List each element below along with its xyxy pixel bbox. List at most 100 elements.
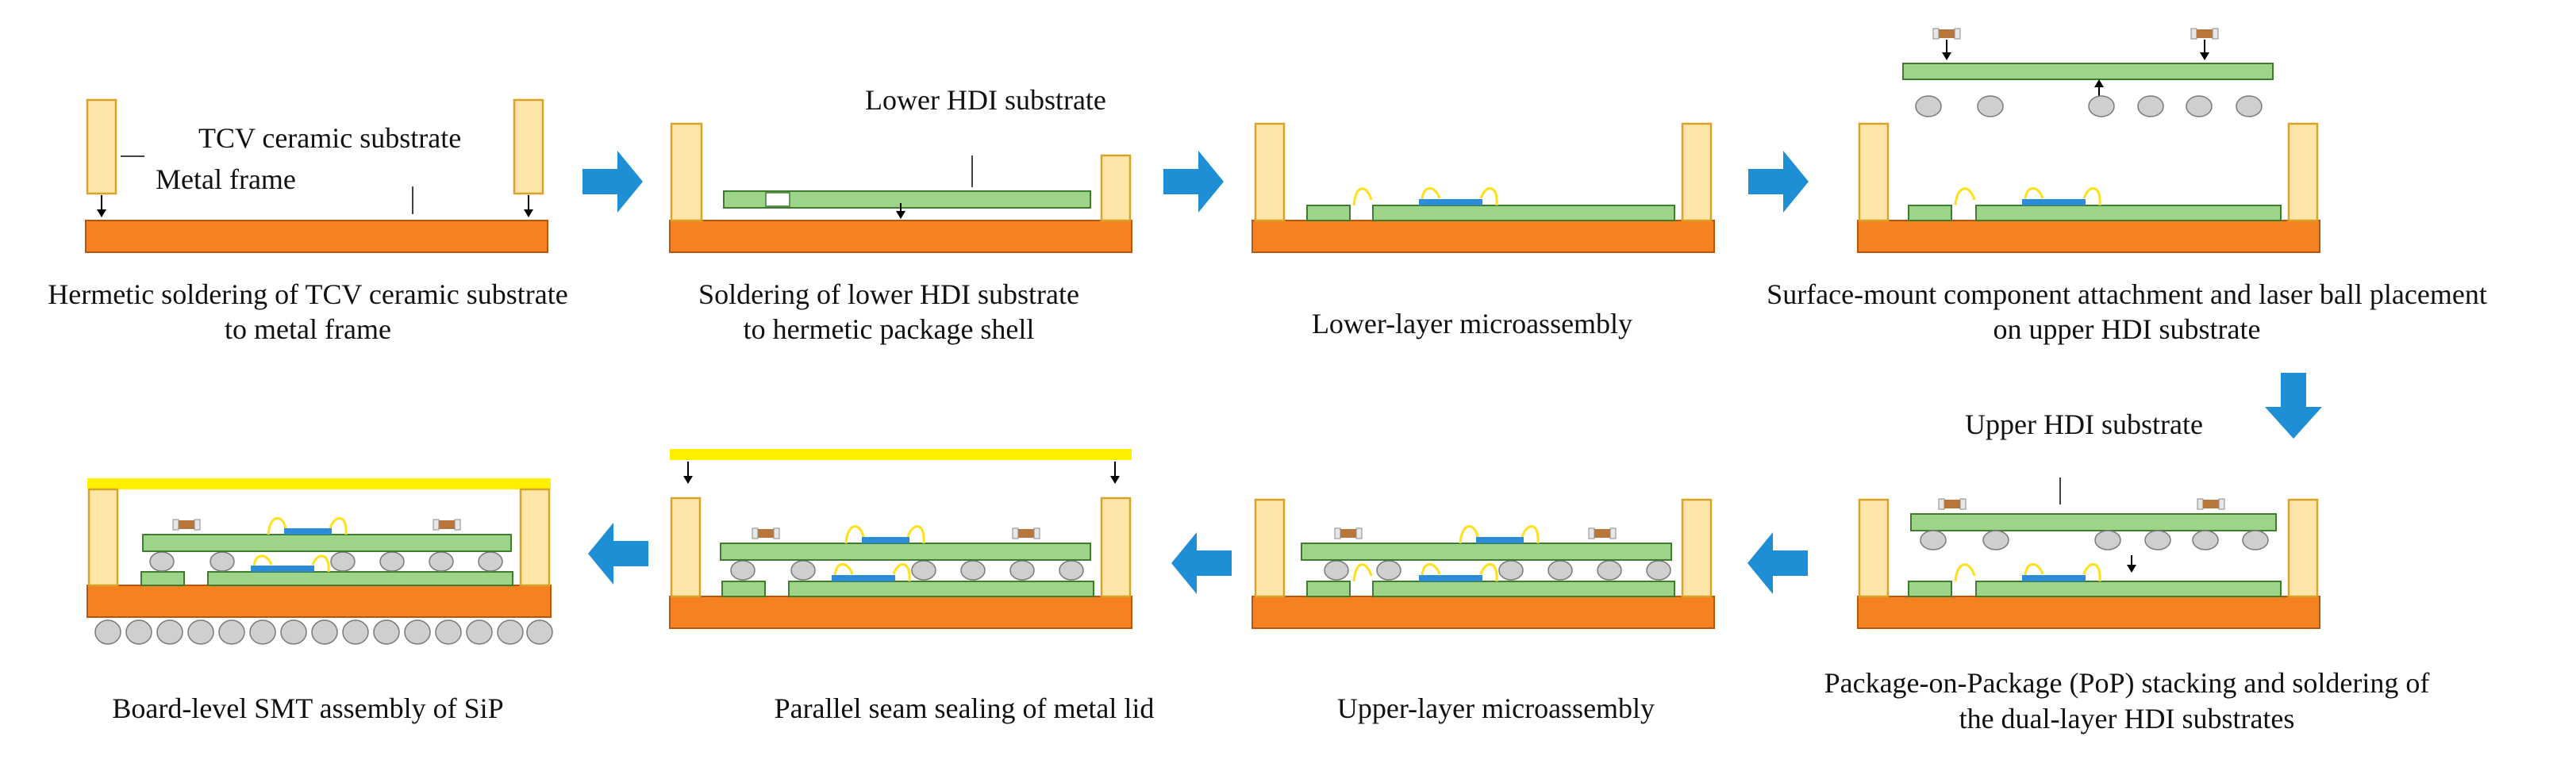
- solder-balls: [1324, 560, 1671, 581]
- bond-wire: [1352, 563, 1373, 582]
- bga-balls: [94, 619, 553, 645]
- metal-lid: [670, 449, 1132, 460]
- upper-hdi-substrate: [1301, 543, 1672, 561]
- bond-wire: [892, 563, 911, 582]
- smd-component: [2197, 498, 2225, 510]
- smd-component: [433, 519, 461, 531]
- smd-component: [172, 519, 201, 531]
- upper-hdi-substrate: [1902, 63, 2274, 80]
- step-1-illustration: [85, 98, 548, 253]
- metal-frame-right: [2287, 122, 2319, 222]
- step-3-caption-line-1: Lower-layer microassembly: [1312, 308, 1632, 339]
- lower-hdi-substrate-segment: [1306, 581, 1351, 597]
- step-8-caption-line-1: Board-level SMT assembly of SiP: [112, 692, 503, 724]
- smd-component: [1932, 28, 1961, 40]
- step-4-caption-line-2: on upper HDI substrate: [1994, 313, 2261, 345]
- metal-frame-label: Metal frame: [156, 163, 296, 195]
- process-arrow-right: [1748, 151, 1809, 213]
- bond-wire: [1954, 563, 1976, 582]
- step-4-illustration: [1857, 28, 2320, 253]
- base-plate: [85, 220, 548, 253]
- bond-wire: [906, 525, 925, 544]
- step-6-caption-line-1: Upper-layer microassembly: [1337, 692, 1655, 724]
- lower-hdi-substrate: [207, 571, 513, 586]
- chip: [832, 575, 895, 581]
- placement-arrow: [1942, 40, 1951, 60]
- chip: [2022, 575, 2086, 581]
- metal-frame-left: [1858, 498, 1890, 598]
- smd-component: [1938, 498, 1967, 510]
- step-1-caption-line-2: to metal frame: [225, 313, 391, 345]
- step-5-illustration: [1857, 477, 2320, 629]
- metal-frame-right: [1100, 497, 1132, 598]
- solder-balls: [730, 560, 1084, 581]
- lower-hdi-substrate: [1975, 581, 2282, 597]
- metal-frame-right: [519, 488, 551, 587]
- bond-wire: [311, 554, 330, 573]
- chip: [251, 566, 314, 572]
- metal-frame-left: [670, 122, 703, 222]
- chip: [2022, 199, 2086, 205]
- lower-hdi-substrate-segment: [1306, 205, 1351, 221]
- bond-wire: [1459, 525, 1479, 544]
- placement-arrow: [524, 195, 533, 217]
- step-7-illustration: [669, 449, 1132, 629]
- lower-hdi-substrate: [1372, 205, 1675, 221]
- base-plate: [1857, 596, 2320, 629]
- step-2-illustration: [669, 122, 1132, 253]
- chip: [284, 528, 332, 535]
- step-8-illustration: [87, 478, 553, 645]
- step-2-caption-line-2: to hermetic package shell: [744, 313, 1035, 345]
- lower-hdi-substrate-segment: [1908, 205, 1952, 221]
- placement-arrow: [2200, 40, 2209, 60]
- bond-wire: [1479, 563, 1498, 582]
- process-arrow-right: [1163, 151, 1224, 213]
- lower-hdi-substrate-segment: [721, 581, 766, 597]
- chip: [1419, 199, 1482, 205]
- base-plate: [1857, 220, 2320, 253]
- base-plate: [1251, 596, 1715, 629]
- metal-frame-left: [670, 497, 702, 598]
- smd-component: [1012, 527, 1040, 539]
- step-1-caption-line-1: Hermetic soldering of TCV ceramic substr…: [48, 278, 567, 310]
- metal-frame-left: [1254, 122, 1286, 222]
- lower-hdi-substrate-label: Lower HDI substrate: [865, 84, 1106, 116]
- solder-balls: [1920, 530, 2269, 550]
- step-5-caption-line-2: the dual-layer HDI substrates: [1959, 703, 2295, 734]
- lower-hdi-substrate: [788, 581, 1094, 597]
- chip: [862, 537, 909, 543]
- lower-hdi-substrate: [723, 190, 1091, 209]
- step-3-illustration: [1251, 122, 1715, 253]
- chip: [1419, 575, 1482, 581]
- process-arrow-left: [588, 523, 648, 585]
- base-plate: [87, 585, 552, 618]
- placement-arrow: [896, 203, 905, 219]
- smd-component: [2190, 28, 2219, 40]
- metal-frame-right: [1681, 122, 1713, 222]
- lower-hdi-substrate: [1975, 205, 2282, 221]
- bond-wire: [844, 525, 865, 544]
- bond-wire: [2082, 563, 2101, 582]
- upper-hdi-substrate-label: Upper HDI substrate: [1965, 408, 2203, 440]
- bond-wire: [1521, 525, 1540, 544]
- base-plate: [669, 596, 1132, 629]
- base-plate: [1251, 220, 1715, 253]
- bond-wire: [1479, 187, 1498, 206]
- process-arrow-down: [2265, 373, 2322, 439]
- metal-frame-left: [87, 488, 119, 587]
- smd-component: [1334, 527, 1363, 539]
- tcv-ceramic-substrate-label: TCV ceramic substrate: [198, 122, 461, 154]
- lower-hdi-substrate-segment: [1908, 581, 1952, 597]
- chip: [1476, 537, 1524, 543]
- bond-wire: [329, 517, 348, 535]
- step-2-caption-line-1: Soldering of lower HDI substrate: [698, 278, 1079, 310]
- step-7-caption-line-1: Parallel seam sealing of metal lid: [775, 692, 1155, 724]
- metal-frame-right: [1100, 154, 1132, 222]
- upper-hdi-substrate: [142, 534, 512, 552]
- base-plate: [669, 220, 1132, 253]
- step-4-caption-line-1: Surface-mount component attachment and l…: [1767, 278, 2487, 310]
- solder-balls: [149, 551, 503, 572]
- tcv-ceramic-substrate-left: [86, 98, 117, 195]
- process-arrow-left: [1747, 532, 1808, 594]
